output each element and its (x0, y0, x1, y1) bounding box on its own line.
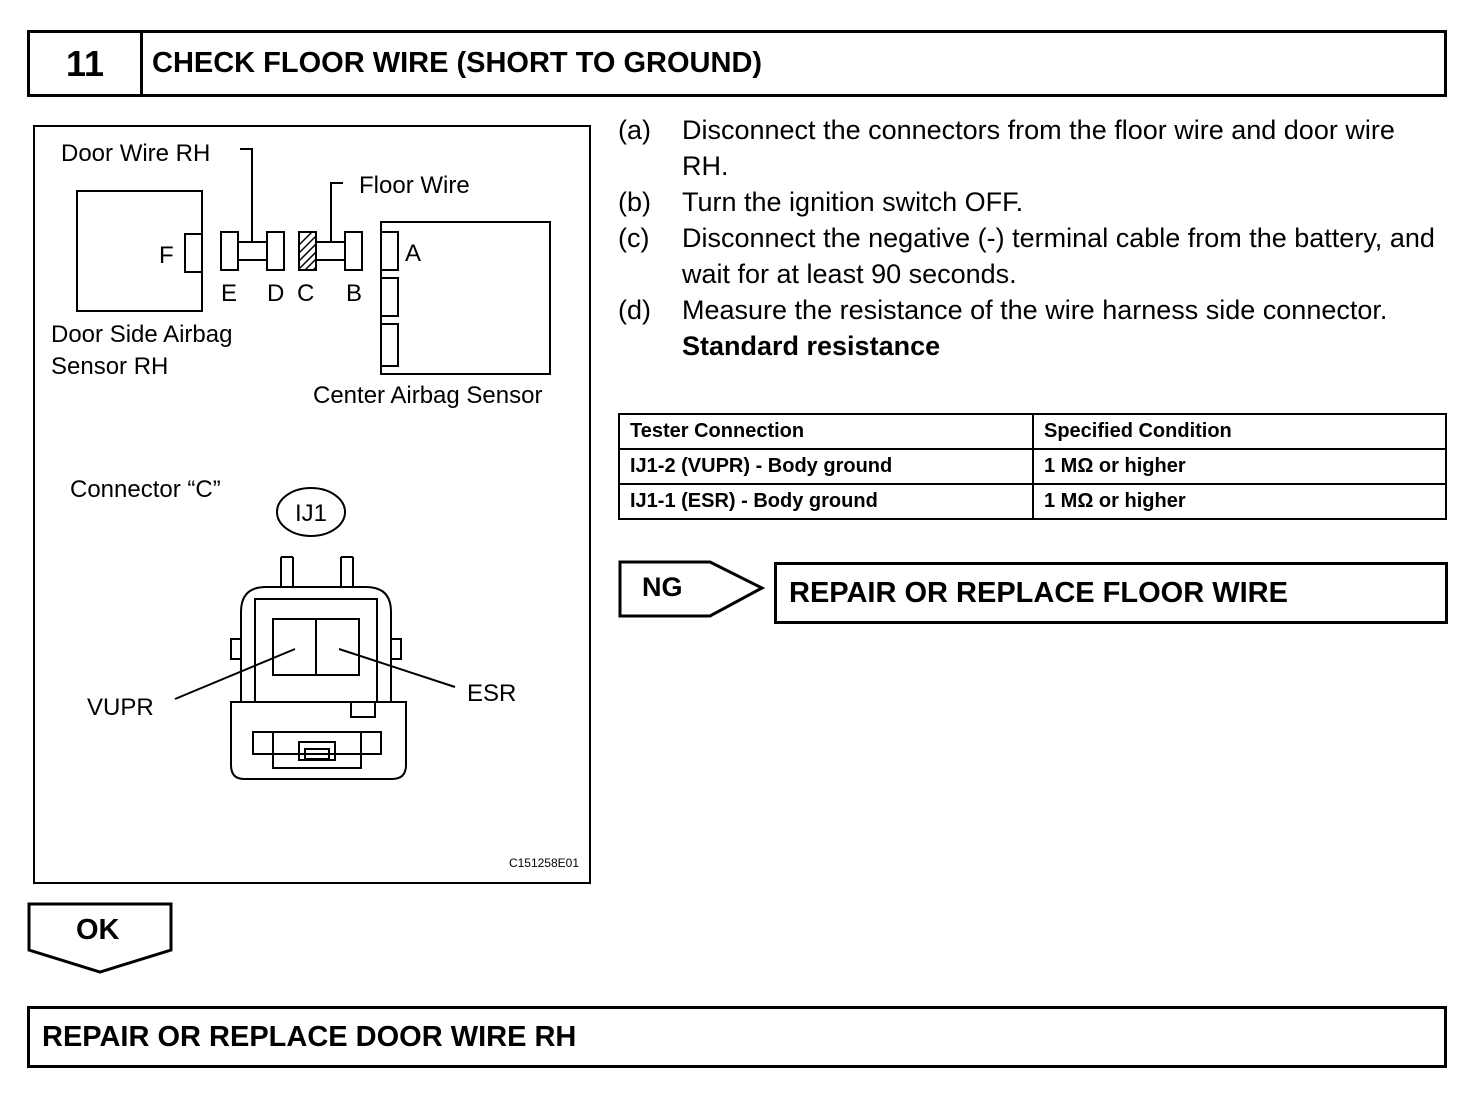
connector-b (344, 231, 363, 271)
table-cell: IJ1-1 (ESR) - Body ground (618, 483, 1034, 520)
connector-letter-c: C (297, 280, 314, 307)
vupr-leader (174, 648, 296, 700)
connector-letter-e: E (221, 280, 237, 307)
connector-c (298, 231, 317, 271)
ij1-ellipse (276, 487, 346, 537)
table-cell: IJ1-2 (VUPR) - Body ground (618, 448, 1034, 485)
table-header-row: Tester Connection Specified Condition (618, 413, 1447, 450)
step-letter: (b) (618, 187, 651, 217)
door-wire-rh-label: Door Wire RH (61, 140, 210, 167)
connector-a (380, 231, 399, 271)
procedure-steps: (a) Disconnect the connectors from the f… (618, 112, 1448, 364)
connector-e (220, 231, 239, 271)
connector-c-base (230, 701, 407, 780)
connector-c-housing (240, 586, 392, 702)
step-number: 11 (30, 33, 143, 94)
step-letter: (d) (618, 295, 651, 325)
step-item: (c) Disconnect the negative (-) terminal… (618, 220, 1448, 292)
connector-letter-d: D (267, 280, 284, 307)
step-text: Turn the ignition switch OFF. (682, 187, 1024, 217)
ng-arrow-icon (618, 560, 766, 618)
resistance-table: Tester Connection Specified Condition IJ… (618, 413, 1447, 520)
step-header: 11 CHECK FLOOR WIRE (SHORT TO GROUND) (27, 30, 1447, 97)
step-item: (b) Turn the ignition switch OFF. (618, 184, 1448, 220)
esr-label: ESR (467, 680, 516, 707)
floor-wire-label: Floor Wire (359, 172, 470, 199)
step-title: CHECK FLOOR WIRE (SHORT TO GROUND) (152, 47, 763, 79)
connector-c-label: Connector “C” (70, 476, 221, 503)
step-letter: (a) (618, 115, 651, 145)
step-item: (a) Disconnect the connectors from the f… (618, 112, 1448, 184)
step-letter: (c) (618, 223, 650, 253)
step-text: Disconnect the negative (-) terminal cab… (682, 223, 1435, 289)
connector-d (266, 231, 285, 271)
connector-f (184, 233, 203, 273)
esr-leader (338, 648, 456, 688)
center-airbag-sensor-label: Center Airbag Sensor (313, 382, 542, 409)
door-side-airbag-sensor-label-1: Door Side Airbag (51, 321, 232, 348)
door-side-airbag-sensor-label-2: Sensor RH (51, 353, 168, 380)
floor-wire-leader (330, 182, 343, 242)
door-side-airbag-sensor-box (76, 190, 203, 312)
table-row: IJ1-2 (VUPR) - Body ground 1 MΩ or highe… (618, 448, 1447, 485)
table-cell: 1 MΩ or higher (1032, 448, 1447, 485)
step-item: (d) Measure the resistance of the wire h… (618, 292, 1448, 328)
figure-code: C151258E01 (509, 856, 579, 870)
table-header-cell: Specified Condition (1032, 413, 1447, 450)
diagram-drawing: Door Wire RH Floor Wire F A E D C B Door… (51, 140, 579, 870)
wiring-diagram: Door Wire RH Floor Wire F A E D C B Door… (33, 125, 591, 884)
ok-action-box: REPAIR OR REPLACE DOOR WIRE RH (27, 1006, 1447, 1068)
table-cell: 1 MΩ or higher (1032, 483, 1447, 520)
connector-letter-b: B (346, 280, 362, 307)
step-text: Measure the resistance of the wire harne… (682, 295, 1388, 325)
connector-letter-a: A (405, 240, 421, 267)
table-header-cell: Tester Connection (618, 413, 1034, 450)
door-wire-leader (240, 148, 253, 242)
ij1-label: IJ1 (295, 500, 327, 527)
ok-arrow-icon (27, 902, 173, 974)
vupr-label: VUPR (87, 694, 154, 721)
standard-resistance-label: Standard resistance (682, 331, 941, 361)
ng-label: NG (642, 572, 683, 602)
ng-action-box: REPAIR OR REPLACE FLOOR WIRE (774, 562, 1448, 624)
step-text: Disconnect the connectors from the floor… (682, 115, 1395, 181)
table-row: IJ1-1 (ESR) - Body ground 1 MΩ or higher (618, 483, 1447, 520)
connector-letter-f: F (159, 242, 174, 269)
ok-label: OK (76, 914, 120, 946)
